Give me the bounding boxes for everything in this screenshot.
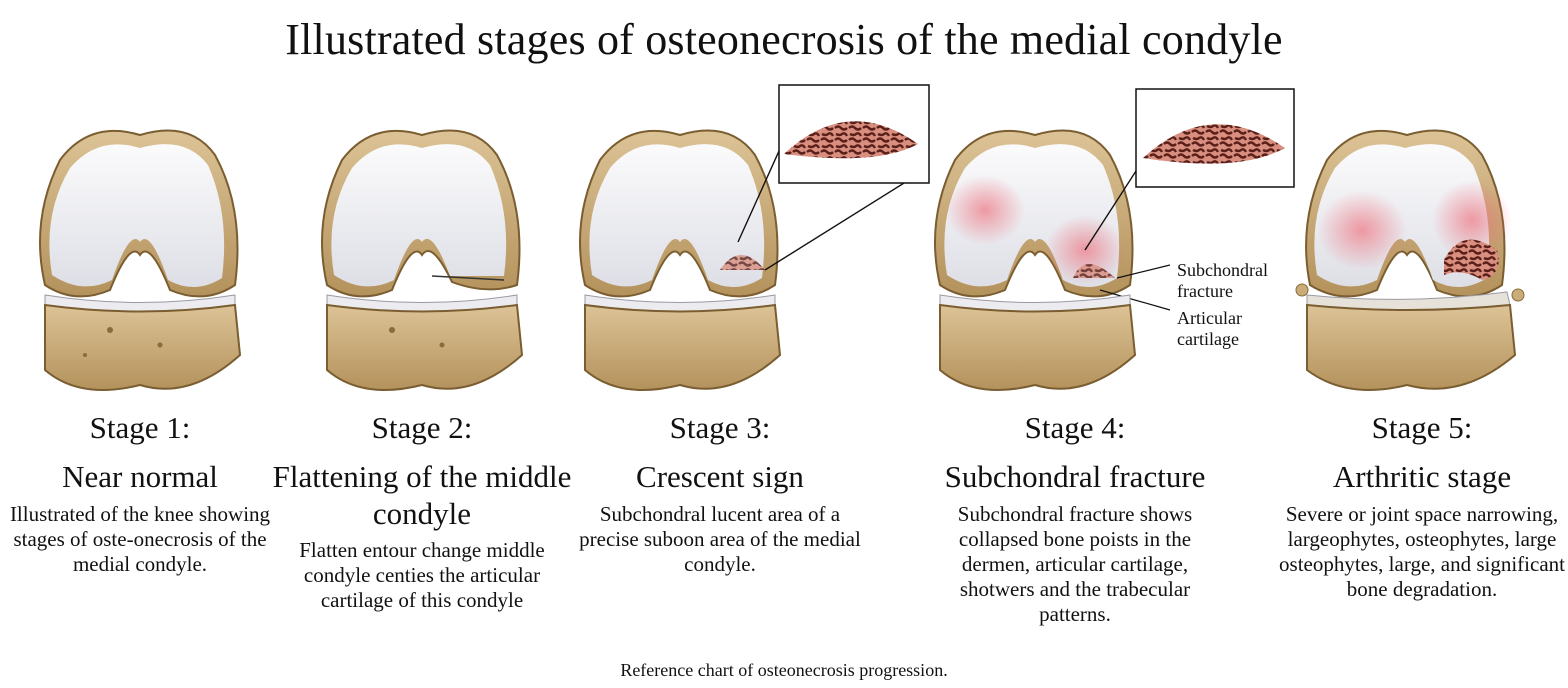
figure-caption: Reference chart of osteonecrosis progres… — [620, 660, 948, 680]
knee-illustration — [39, 129, 242, 391]
stage-name: Arthritic stage — [1332, 459, 1512, 494]
knee-illustration — [934, 100, 1183, 391]
stage-panel-5: Stage 5: Arthritic stage Severe or joint… — [1272, 100, 1568, 660]
crescent-lesion — [720, 255, 765, 270]
callout-articular-cartilage: Articular cartilage — [1177, 308, 1242, 349]
stage-name: Crescent sign — [636, 459, 804, 494]
collapsed-lesion — [1444, 239, 1499, 280]
zoom-inset — [1135, 88, 1295, 188]
zoom-inset — [778, 84, 930, 184]
stage-name: Flattening of the middle condyle — [272, 459, 572, 531]
stage-label: Stage 3: — [669, 410, 771, 445]
stage-panel-3: Stage 3: Crescent sign Subchondral lucen… — [570, 84, 930, 660]
callout-subchondral-fracture: Subchondral fracture — [1177, 260, 1268, 301]
stage-description: Severe or joint space narrowing, largeop… — [1279, 502, 1565, 601]
knee-illustration — [579, 100, 929, 391]
fracture-lesion — [1073, 264, 1115, 278]
knee-illustration — [321, 129, 524, 391]
stage-label: Stage 1: — [89, 410, 191, 445]
stage-label: Stage 2: — [371, 410, 473, 445]
stage-label: Stage 5: — [1371, 410, 1473, 445]
stage-description: Subchondral lucent area of a precise sub… — [579, 502, 861, 576]
stage-panel-1: Stage 1: Near normal Illustrated of the … — [0, 100, 290, 660]
stage-description: Flatten entour change middle condyle cen… — [299, 538, 545, 612]
stage-panel-4: Subchondral fracture Articular cartilage… — [925, 88, 1295, 660]
stage-label: Stage 4: — [1024, 410, 1126, 445]
stage-name: Near normal — [62, 459, 218, 494]
stage-panel-2: Stage 2: Flattening of the middle condyl… — [272, 100, 572, 660]
stage-description: Subchondral fracture shows collapsed bon… — [957, 502, 1193, 626]
stage-description: Illustrated of the knee showing stages o… — [9, 502, 271, 576]
page-title: Illustrated stages of osteonecrosis of t… — [285, 15, 1283, 64]
knee-illustration — [1295, 129, 1525, 391]
stage-name: Subchondral fracture — [944, 459, 1206, 494]
